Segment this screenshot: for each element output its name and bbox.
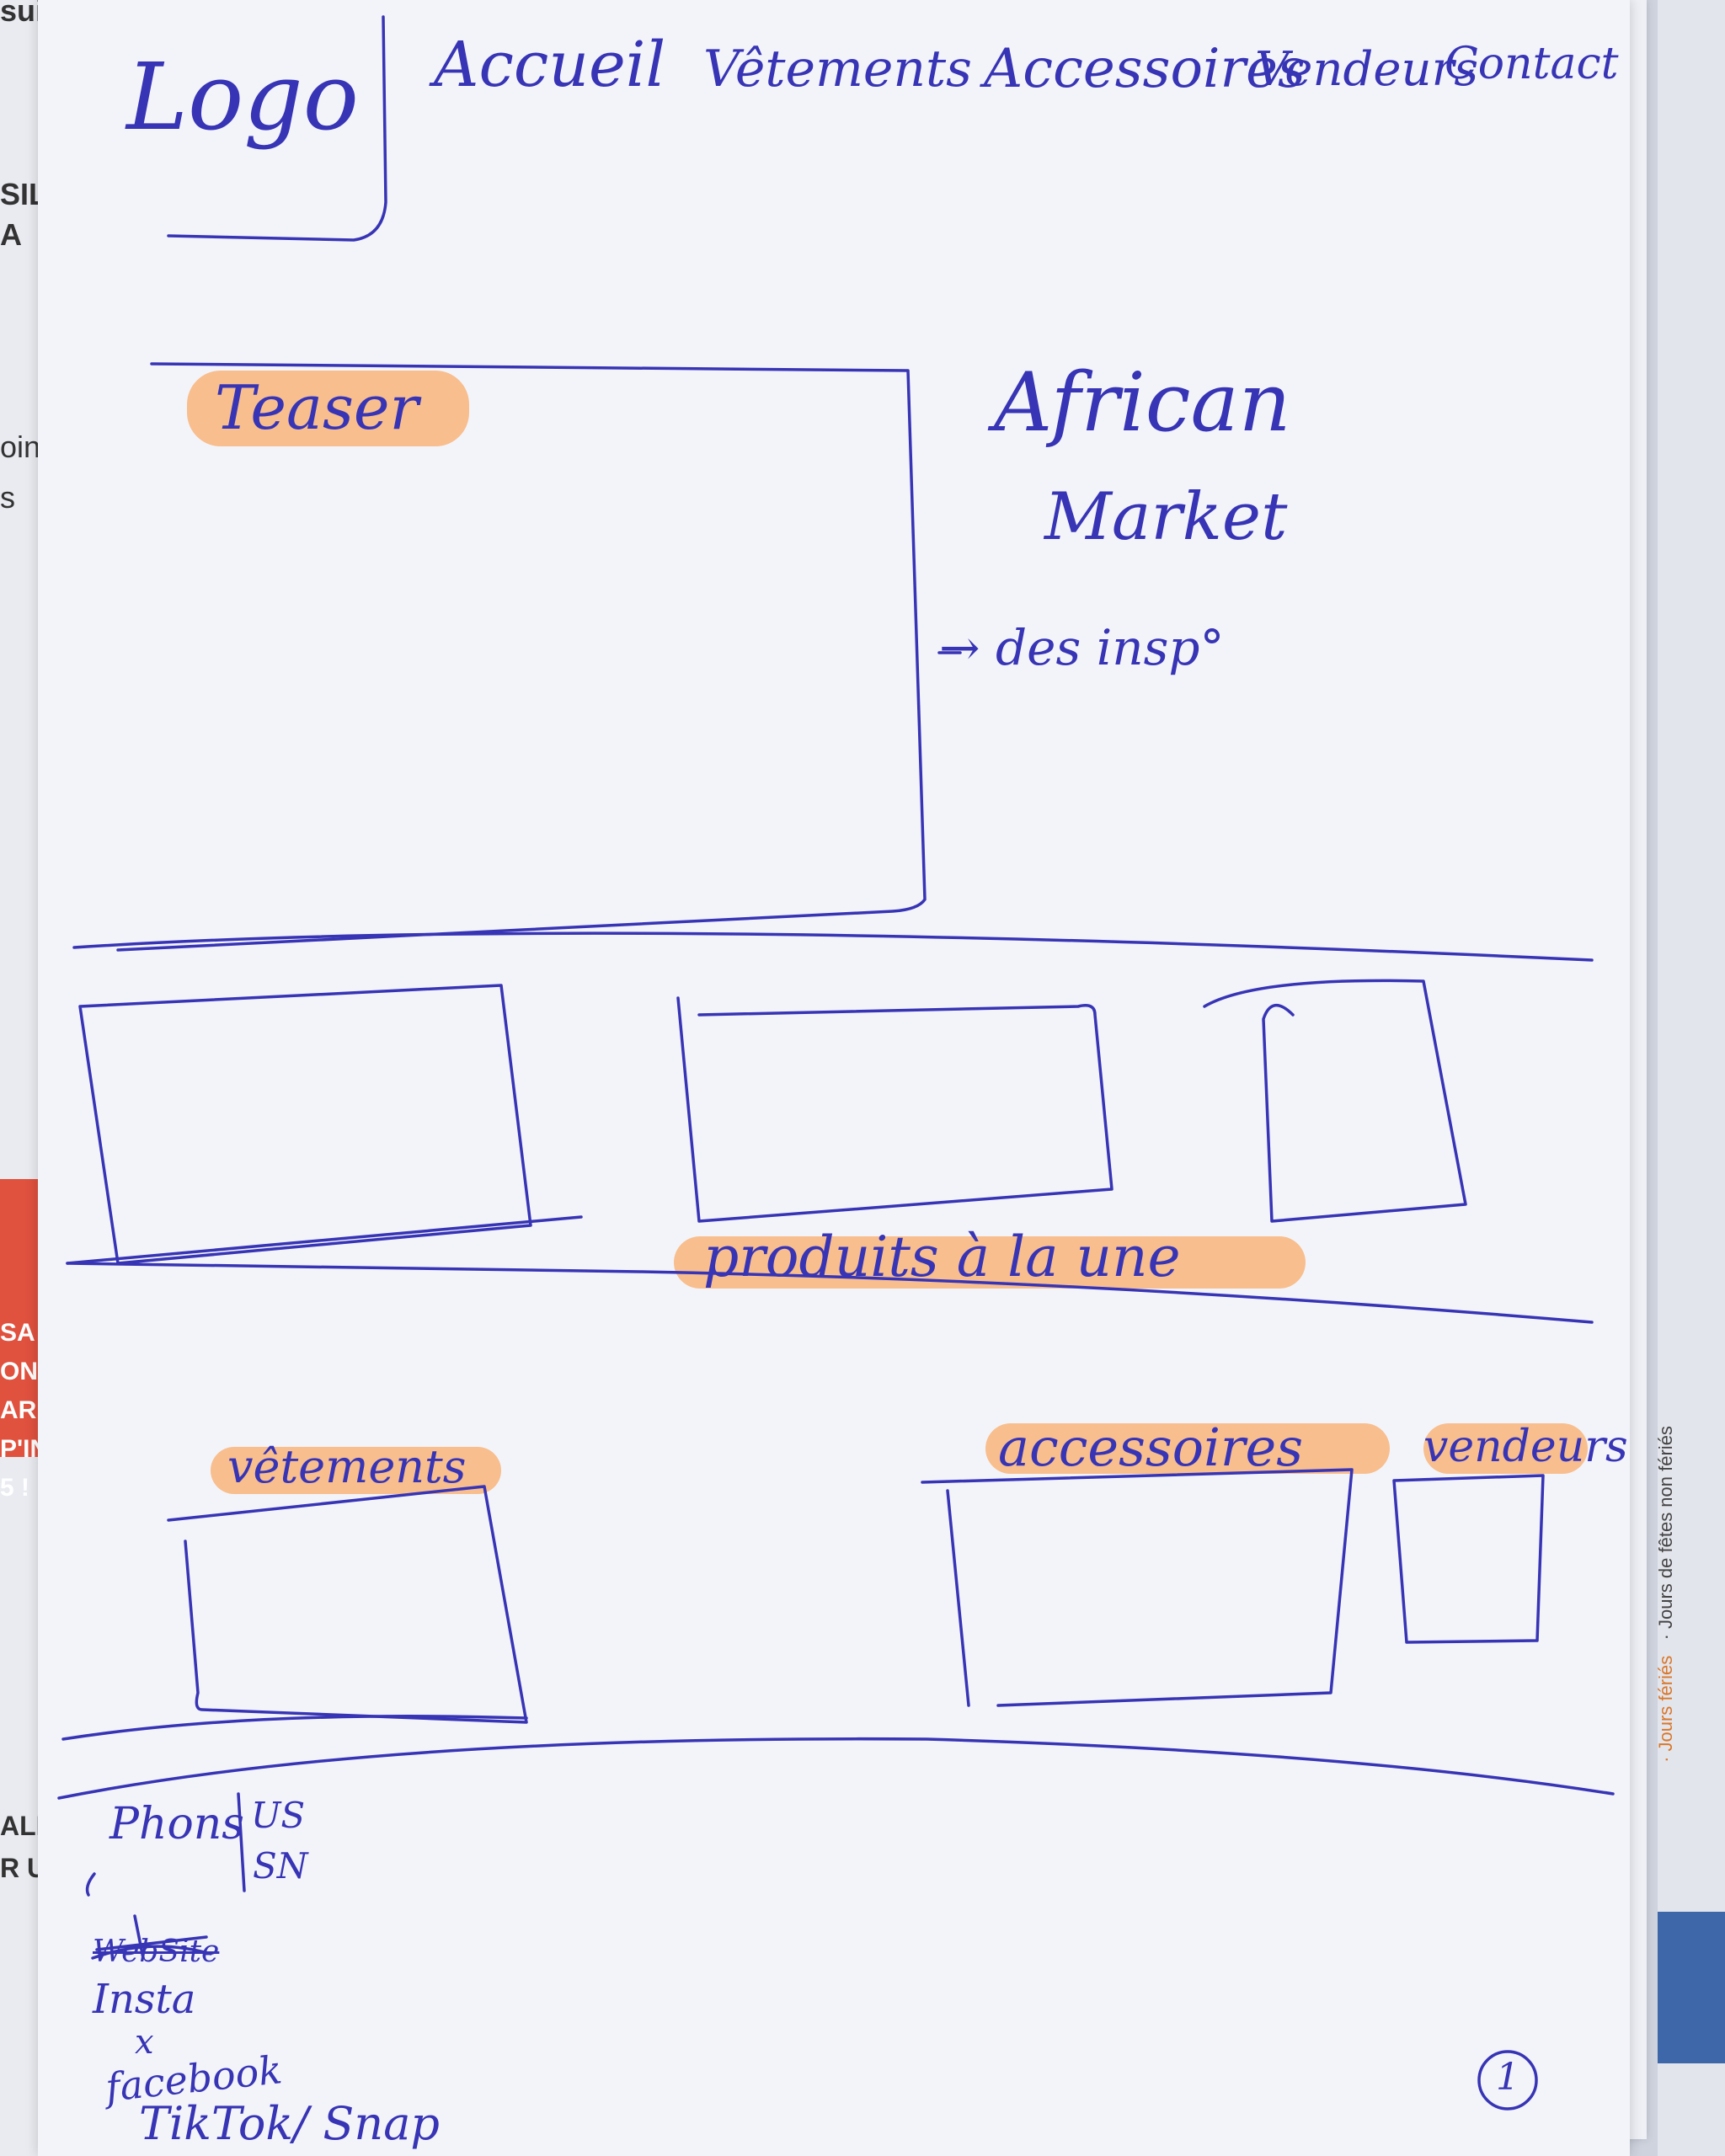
hero-divider bbox=[72, 931, 1594, 962]
background-text: s bbox=[0, 480, 15, 515]
clothing-box-base bbox=[61, 1715, 528, 1741]
nav-item-accessoires: Accessoires bbox=[984, 38, 1306, 100]
footer-social-tiktok-snap: TikTok/ Snap bbox=[139, 2097, 440, 2150]
accessories-section-label: accessoires bbox=[998, 1417, 1304, 1478]
teaser-box bbox=[116, 362, 927, 952]
background-text: A bbox=[0, 217, 22, 252]
featured-box-1-base bbox=[66, 1215, 583, 1265]
clothing-highlight bbox=[211, 1447, 501, 1494]
featured-box-2 bbox=[676, 996, 1114, 1223]
footer-country-sn: SN bbox=[253, 1845, 308, 1886]
footer-country-us: US bbox=[251, 1795, 306, 1836]
featured-divider bbox=[66, 1262, 1594, 1324]
paper-sheet bbox=[38, 0, 1630, 2156]
footer-tick bbox=[85, 1872, 96, 1897]
logo-label: Logo bbox=[126, 43, 359, 151]
background-calendar-strip bbox=[1658, 1912, 1725, 2063]
logo-box bbox=[167, 15, 387, 242]
featured-box-1 bbox=[78, 984, 532, 1265]
background-calendar-right bbox=[1658, 0, 1725, 2156]
accessories-highlight bbox=[985, 1423, 1390, 1474]
hero-title-line1: African bbox=[994, 355, 1291, 450]
footer-social-x: x bbox=[135, 2023, 154, 2062]
hero-tagline: → des insp° bbox=[939, 619, 1225, 676]
page-number: 1 bbox=[1496, 2056, 1519, 2099]
nav-item-accueil: Accueil bbox=[434, 29, 666, 101]
accessories-box bbox=[921, 1468, 1354, 1707]
nav-item-vendeurs: Vendeurs bbox=[1255, 42, 1479, 97]
vendors-box bbox=[1392, 1474, 1545, 1644]
vendors-highlight bbox=[1423, 1423, 1588, 1474]
featured-products-label: produits à la une bbox=[703, 1225, 1181, 1289]
clothing-box bbox=[167, 1485, 528, 1724]
footer-phones-label: Phons bbox=[109, 1799, 244, 1849]
clothing-section-label: vêtements bbox=[227, 1440, 467, 1493]
featured-box-3 bbox=[1203, 979, 1467, 1223]
crossed-out-scribble bbox=[91, 1914, 212, 1960]
nav-item-vetements: Vêtements bbox=[703, 40, 972, 99]
page-number-circle bbox=[1477, 2050, 1538, 2111]
background-text: oin bbox=[0, 430, 41, 464]
hero-title-line2: Market bbox=[1044, 479, 1288, 555]
featured-highlight bbox=[674, 1236, 1306, 1289]
footer-social-insta: Insta bbox=[93, 1976, 196, 2023]
vendors-section-label: vendeurs bbox=[1423, 1422, 1628, 1472]
footer-vertical-bar bbox=[237, 1792, 246, 1892]
teaser-highlight bbox=[187, 371, 469, 446]
footer-crossed-out-label: WebSite bbox=[93, 1935, 220, 1969]
teaser-label: Teaser bbox=[215, 372, 419, 443]
background-red-panel-text: SA ON ARD P'IN 5 ! bbox=[0, 1319, 55, 1502]
nav-item-contact: Contact bbox=[1445, 39, 1619, 89]
footer-divider bbox=[57, 1737, 1615, 1800]
